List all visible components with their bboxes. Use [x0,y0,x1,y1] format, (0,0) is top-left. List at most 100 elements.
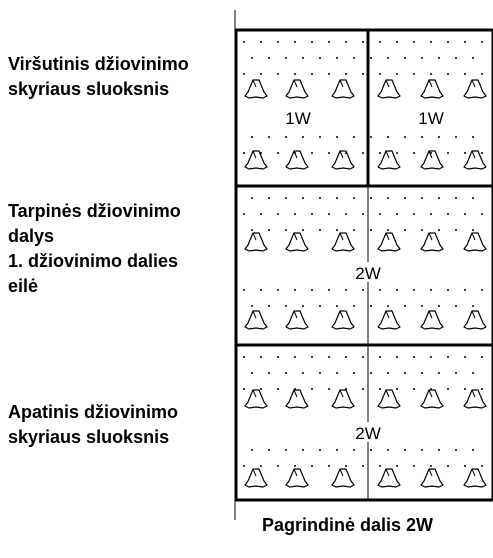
dot [421,197,423,199]
dot [362,73,364,75]
dot [413,41,415,43]
dot [294,356,296,358]
dot [302,305,304,307]
dot [481,41,483,43]
seed-icon-stroke [471,150,476,159]
dot [251,229,253,231]
seed-icon-stroke [471,79,476,88]
dot [285,57,287,59]
seed-icon [244,232,268,252]
dot [302,449,304,451]
seed-icon-stroke [252,468,257,477]
dot [311,152,313,154]
dot [328,388,330,390]
dot [294,465,296,467]
dot [243,289,245,291]
dot [319,305,321,307]
dot [328,356,330,358]
dot [404,305,406,307]
dot [243,73,245,75]
dot [464,73,466,75]
dot [268,197,270,199]
seed-icon-stroke [252,232,257,241]
label-line: eilė [8,276,39,296]
seed-icon [377,150,401,170]
seed-icon-rows [244,79,487,488]
seed-icon-stroke [471,389,476,398]
seed-icon [377,310,401,330]
dot [472,197,474,199]
dot [328,289,330,291]
seed-icon [463,232,487,252]
dot [302,57,304,59]
dot [319,449,321,451]
label-intermediate-drying-parts: Tarpinės džiovinimo dalys 1. džiovinimo … [8,199,181,299]
dot [413,289,415,291]
seed-icon-stroke [428,150,433,159]
seed-icon [463,468,487,488]
zone-label-bg [350,262,386,282]
zone-label-bg [414,107,448,127]
dot [481,465,483,467]
dot [396,152,398,154]
dot [336,449,338,451]
dot [447,41,449,43]
dot [387,197,389,199]
seed-icon [377,232,401,252]
seed-icon [420,310,444,330]
dot [268,372,270,374]
dot [396,388,398,390]
dot [336,305,338,307]
dot [251,197,253,199]
dot [379,356,381,358]
seed-icon-stroke [252,310,257,319]
dot [311,73,313,75]
dot [438,305,440,307]
dot [430,213,432,215]
seed-icon [244,389,268,409]
seed-icon-stroke [252,79,257,88]
seed-icon-stroke [385,468,390,477]
dot [260,289,262,291]
diagram-frame [234,10,493,520]
dot [302,229,304,231]
dot [379,465,381,467]
dot [430,356,432,358]
label-line: skyriaus sluoksnis [8,427,170,447]
dot [260,356,262,358]
dot [285,305,287,307]
dot [311,356,313,358]
seed-icon-stroke [385,310,390,319]
dot [455,229,457,231]
dot [464,465,466,467]
seed-icon-stroke [385,232,390,241]
seed-icon [285,468,309,488]
dot [294,213,296,215]
dot [421,57,423,59]
seed-icon [463,79,487,99]
dot [285,197,287,199]
dot [413,465,415,467]
dot [260,213,262,215]
dot [336,197,338,199]
dot [243,465,245,467]
dot [294,289,296,291]
seed-icon [331,150,355,170]
seed-icon-stroke [339,468,344,477]
dot [396,213,398,215]
dot [277,213,279,215]
zone-label-bg [281,107,315,127]
seed-icon [420,79,444,99]
dot [251,136,253,138]
dot [413,213,415,215]
dot [387,449,389,451]
dot [472,57,474,59]
dot [345,356,347,358]
zone-label-bg [350,422,386,442]
dot [455,372,457,374]
dot [319,197,321,199]
dot [328,465,330,467]
dot [396,356,398,358]
dot [447,213,449,215]
seed-icon-stroke [428,468,433,477]
